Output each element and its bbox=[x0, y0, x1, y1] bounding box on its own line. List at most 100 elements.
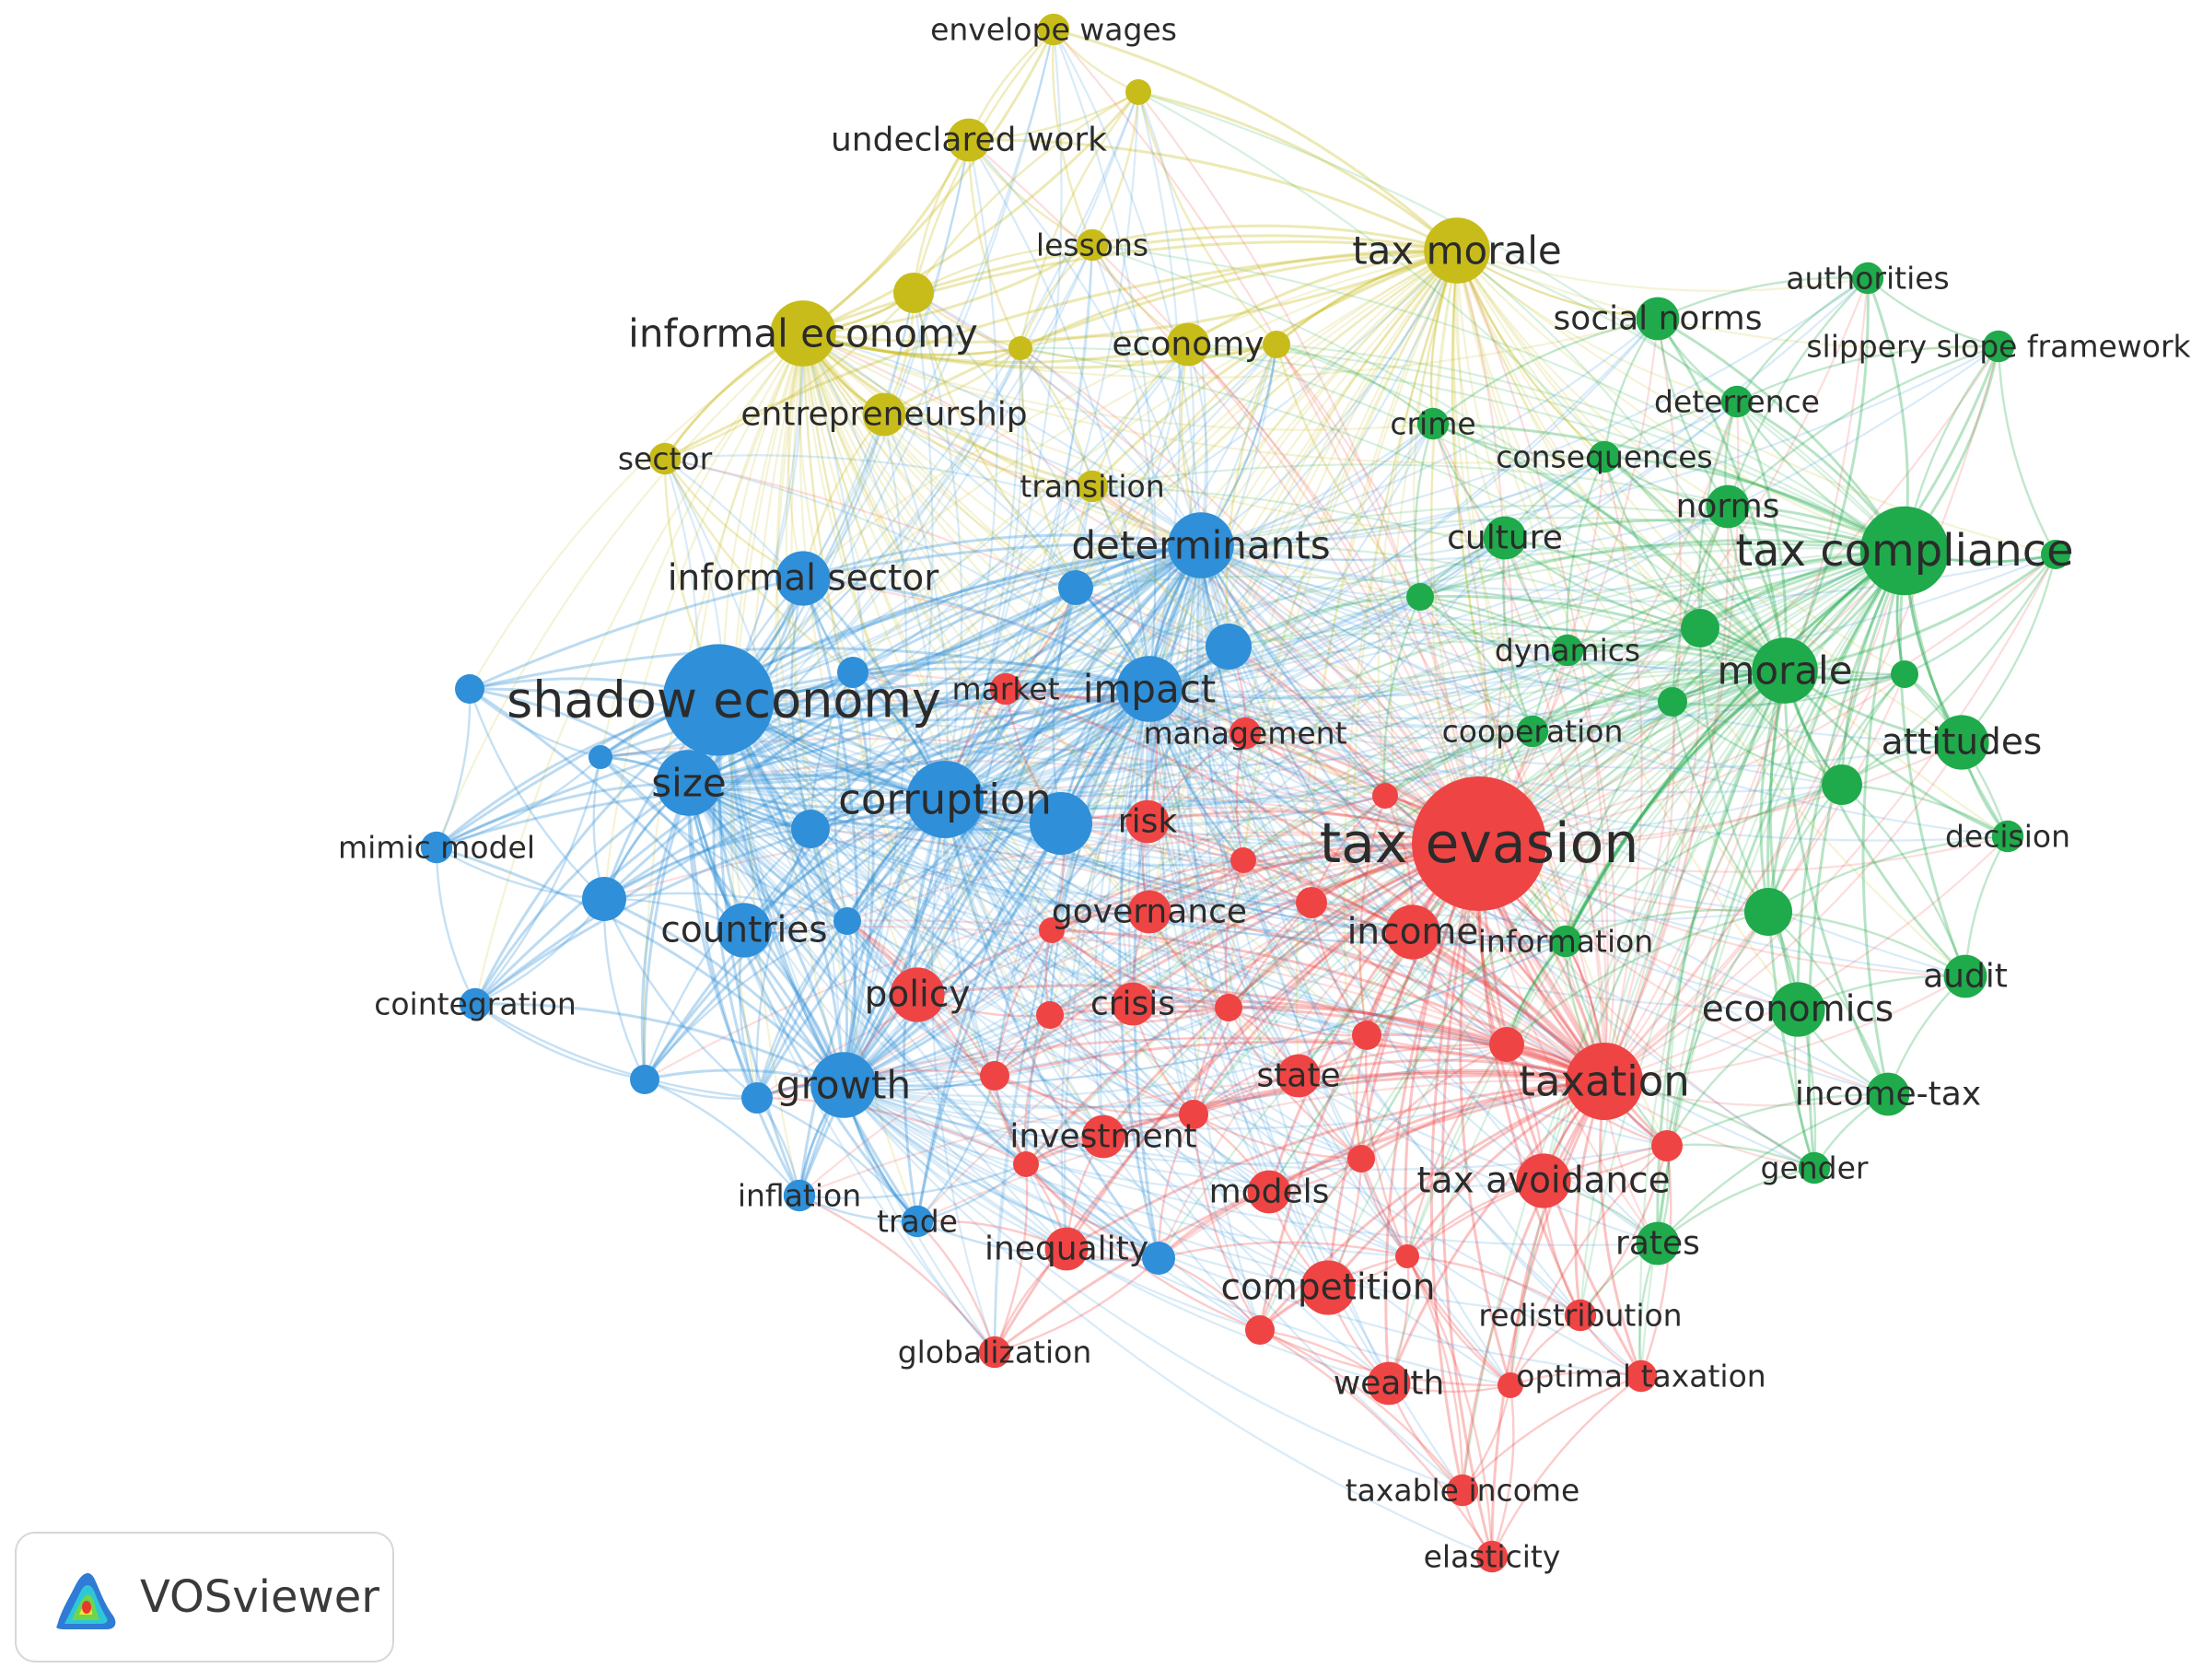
network-link bbox=[1258, 1079, 1605, 1331]
node-morale[interactable] bbox=[1752, 637, 1818, 704]
node-shadow-economy[interactable] bbox=[662, 644, 775, 756]
label-social-norms: social norms bbox=[1554, 300, 1763, 338]
node-rates[interactable] bbox=[1636, 1221, 1680, 1266]
network-link bbox=[600, 756, 848, 923]
network-link bbox=[643, 828, 811, 1080]
node-competition[interactable] bbox=[1300, 1260, 1356, 1315]
network-link bbox=[1603, 670, 1787, 1082]
node-market[interactable] bbox=[989, 672, 1022, 706]
network-link bbox=[1090, 249, 1458, 488]
node-models[interactable] bbox=[1247, 1170, 1291, 1214]
node-authorities[interactable] bbox=[1851, 262, 1884, 295]
network-link bbox=[1419, 539, 1905, 599]
network-link bbox=[688, 760, 1480, 846]
node-elasticity[interactable] bbox=[1475, 1540, 1509, 1573]
network-link bbox=[1997, 345, 2057, 555]
network-link bbox=[1768, 670, 1800, 1010]
node-optimal-taxation[interactable] bbox=[1625, 1359, 1658, 1393]
node-envelope-wages[interactable] bbox=[1037, 13, 1070, 46]
node-inflation[interactable] bbox=[783, 1179, 816, 1212]
network-link bbox=[1200, 345, 1999, 547]
node-corruption[interactable] bbox=[906, 761, 984, 838]
node-tax-evasion[interactable] bbox=[1412, 776, 1546, 911]
node-policy[interactable] bbox=[890, 967, 945, 1022]
node-culture[interactable] bbox=[1483, 516, 1527, 560]
network-link bbox=[1656, 318, 1787, 671]
node-investment[interactable] bbox=[1081, 1114, 1125, 1159]
network-link bbox=[1358, 795, 1387, 1036]
node-growth[interactable] bbox=[810, 1052, 877, 1118]
node-trade[interactable] bbox=[901, 1205, 934, 1238]
node-lessons[interactable] bbox=[1076, 228, 1109, 262]
network-link bbox=[843, 649, 1568, 1087]
node-slippery-slope-framework[interactable] bbox=[1982, 330, 2015, 363]
node-information[interactable] bbox=[1549, 925, 1582, 958]
node-mimic-model[interactable] bbox=[420, 831, 453, 864]
node-sector[interactable] bbox=[648, 442, 682, 475]
node-income[interactable] bbox=[1385, 904, 1440, 960]
node-informal-sector[interactable] bbox=[775, 551, 831, 606]
node-redistribution[interactable] bbox=[1564, 1299, 1597, 1332]
network-link bbox=[1665, 911, 1769, 1147]
node-cooperation[interactable] bbox=[1516, 715, 1549, 748]
network-link bbox=[1841, 783, 2009, 838]
node-crime[interactable] bbox=[1416, 407, 1450, 440]
node-gender[interactable] bbox=[1798, 1151, 1831, 1184]
node-consequences[interactable] bbox=[1588, 440, 1621, 473]
node-cointegration[interactable] bbox=[459, 987, 492, 1021]
node-size[interactable] bbox=[656, 750, 722, 816]
node-impact[interactable] bbox=[1116, 656, 1183, 722]
node-inequality[interactable] bbox=[1044, 1227, 1089, 1271]
node-deterrence[interactable] bbox=[1720, 385, 1754, 418]
node-state[interactable] bbox=[1276, 1054, 1321, 1098]
network-link bbox=[1432, 422, 1787, 671]
network-link bbox=[723, 648, 1568, 730]
node-economics[interactable] bbox=[1770, 982, 1825, 1037]
node-wealth[interactable] bbox=[1367, 1361, 1411, 1406]
network-link bbox=[1419, 595, 1701, 635]
node-social-norms[interactable] bbox=[1636, 297, 1680, 341]
node-taxable-income[interactable] bbox=[1446, 1474, 1479, 1507]
network-link bbox=[1193, 1113, 1362, 1161]
node-tax-morale[interactable] bbox=[1424, 217, 1490, 284]
node-risk[interactable] bbox=[1125, 799, 1170, 844]
network-link bbox=[944, 799, 1508, 1046]
network-link bbox=[801, 332, 996, 1077]
node-dynamics[interactable] bbox=[1551, 634, 1584, 667]
node-crisis[interactable] bbox=[1111, 982, 1155, 1026]
node-transition[interactable] bbox=[1076, 470, 1109, 503]
node-undeclared-work[interactable] bbox=[947, 118, 991, 162]
network-link bbox=[1602, 456, 1643, 1082]
network-link bbox=[1059, 544, 1203, 824]
node-economy[interactable] bbox=[1166, 322, 1210, 367]
network-link bbox=[1311, 549, 1905, 904]
node-entrepreneurship[interactable] bbox=[862, 392, 906, 437]
network-link bbox=[1564, 669, 1786, 942]
network-link bbox=[1005, 542, 1905, 691]
node-informal-economy[interactable] bbox=[770, 300, 836, 367]
node-norms[interactable] bbox=[1706, 484, 1750, 529]
node-countries[interactable] bbox=[717, 903, 772, 958]
node-taxation[interactable] bbox=[1566, 1043, 1643, 1120]
node-tax-compliance[interactable] bbox=[1859, 506, 1950, 596]
node-income-tax[interactable] bbox=[1866, 1072, 1910, 1116]
label-lessons: lessons bbox=[1036, 228, 1148, 263]
network-link bbox=[1090, 244, 1157, 690]
network-link bbox=[1542, 670, 1786, 1182]
node-determinants[interactable] bbox=[1168, 512, 1234, 578]
node-management[interactable] bbox=[1229, 717, 1262, 750]
node-governance[interactable] bbox=[1127, 890, 1171, 934]
node-audit[interactable] bbox=[1943, 954, 1987, 998]
node-decision[interactable] bbox=[1991, 820, 2024, 853]
network-node-dot bbox=[1658, 687, 1687, 717]
network-link bbox=[883, 249, 1458, 416]
network-link bbox=[1200, 544, 1769, 914]
network-link bbox=[802, 577, 1150, 691]
node-tax-avoidance[interactable] bbox=[1516, 1153, 1571, 1208]
network-node-dot bbox=[1891, 660, 1918, 688]
network-link bbox=[1599, 1080, 1643, 1377]
node-globalization[interactable] bbox=[978, 1336, 1011, 1369]
node-attitudes[interactable] bbox=[1934, 715, 1989, 770]
network-link bbox=[1405, 1255, 1464, 1491]
network-link bbox=[1023, 1014, 1052, 1165]
